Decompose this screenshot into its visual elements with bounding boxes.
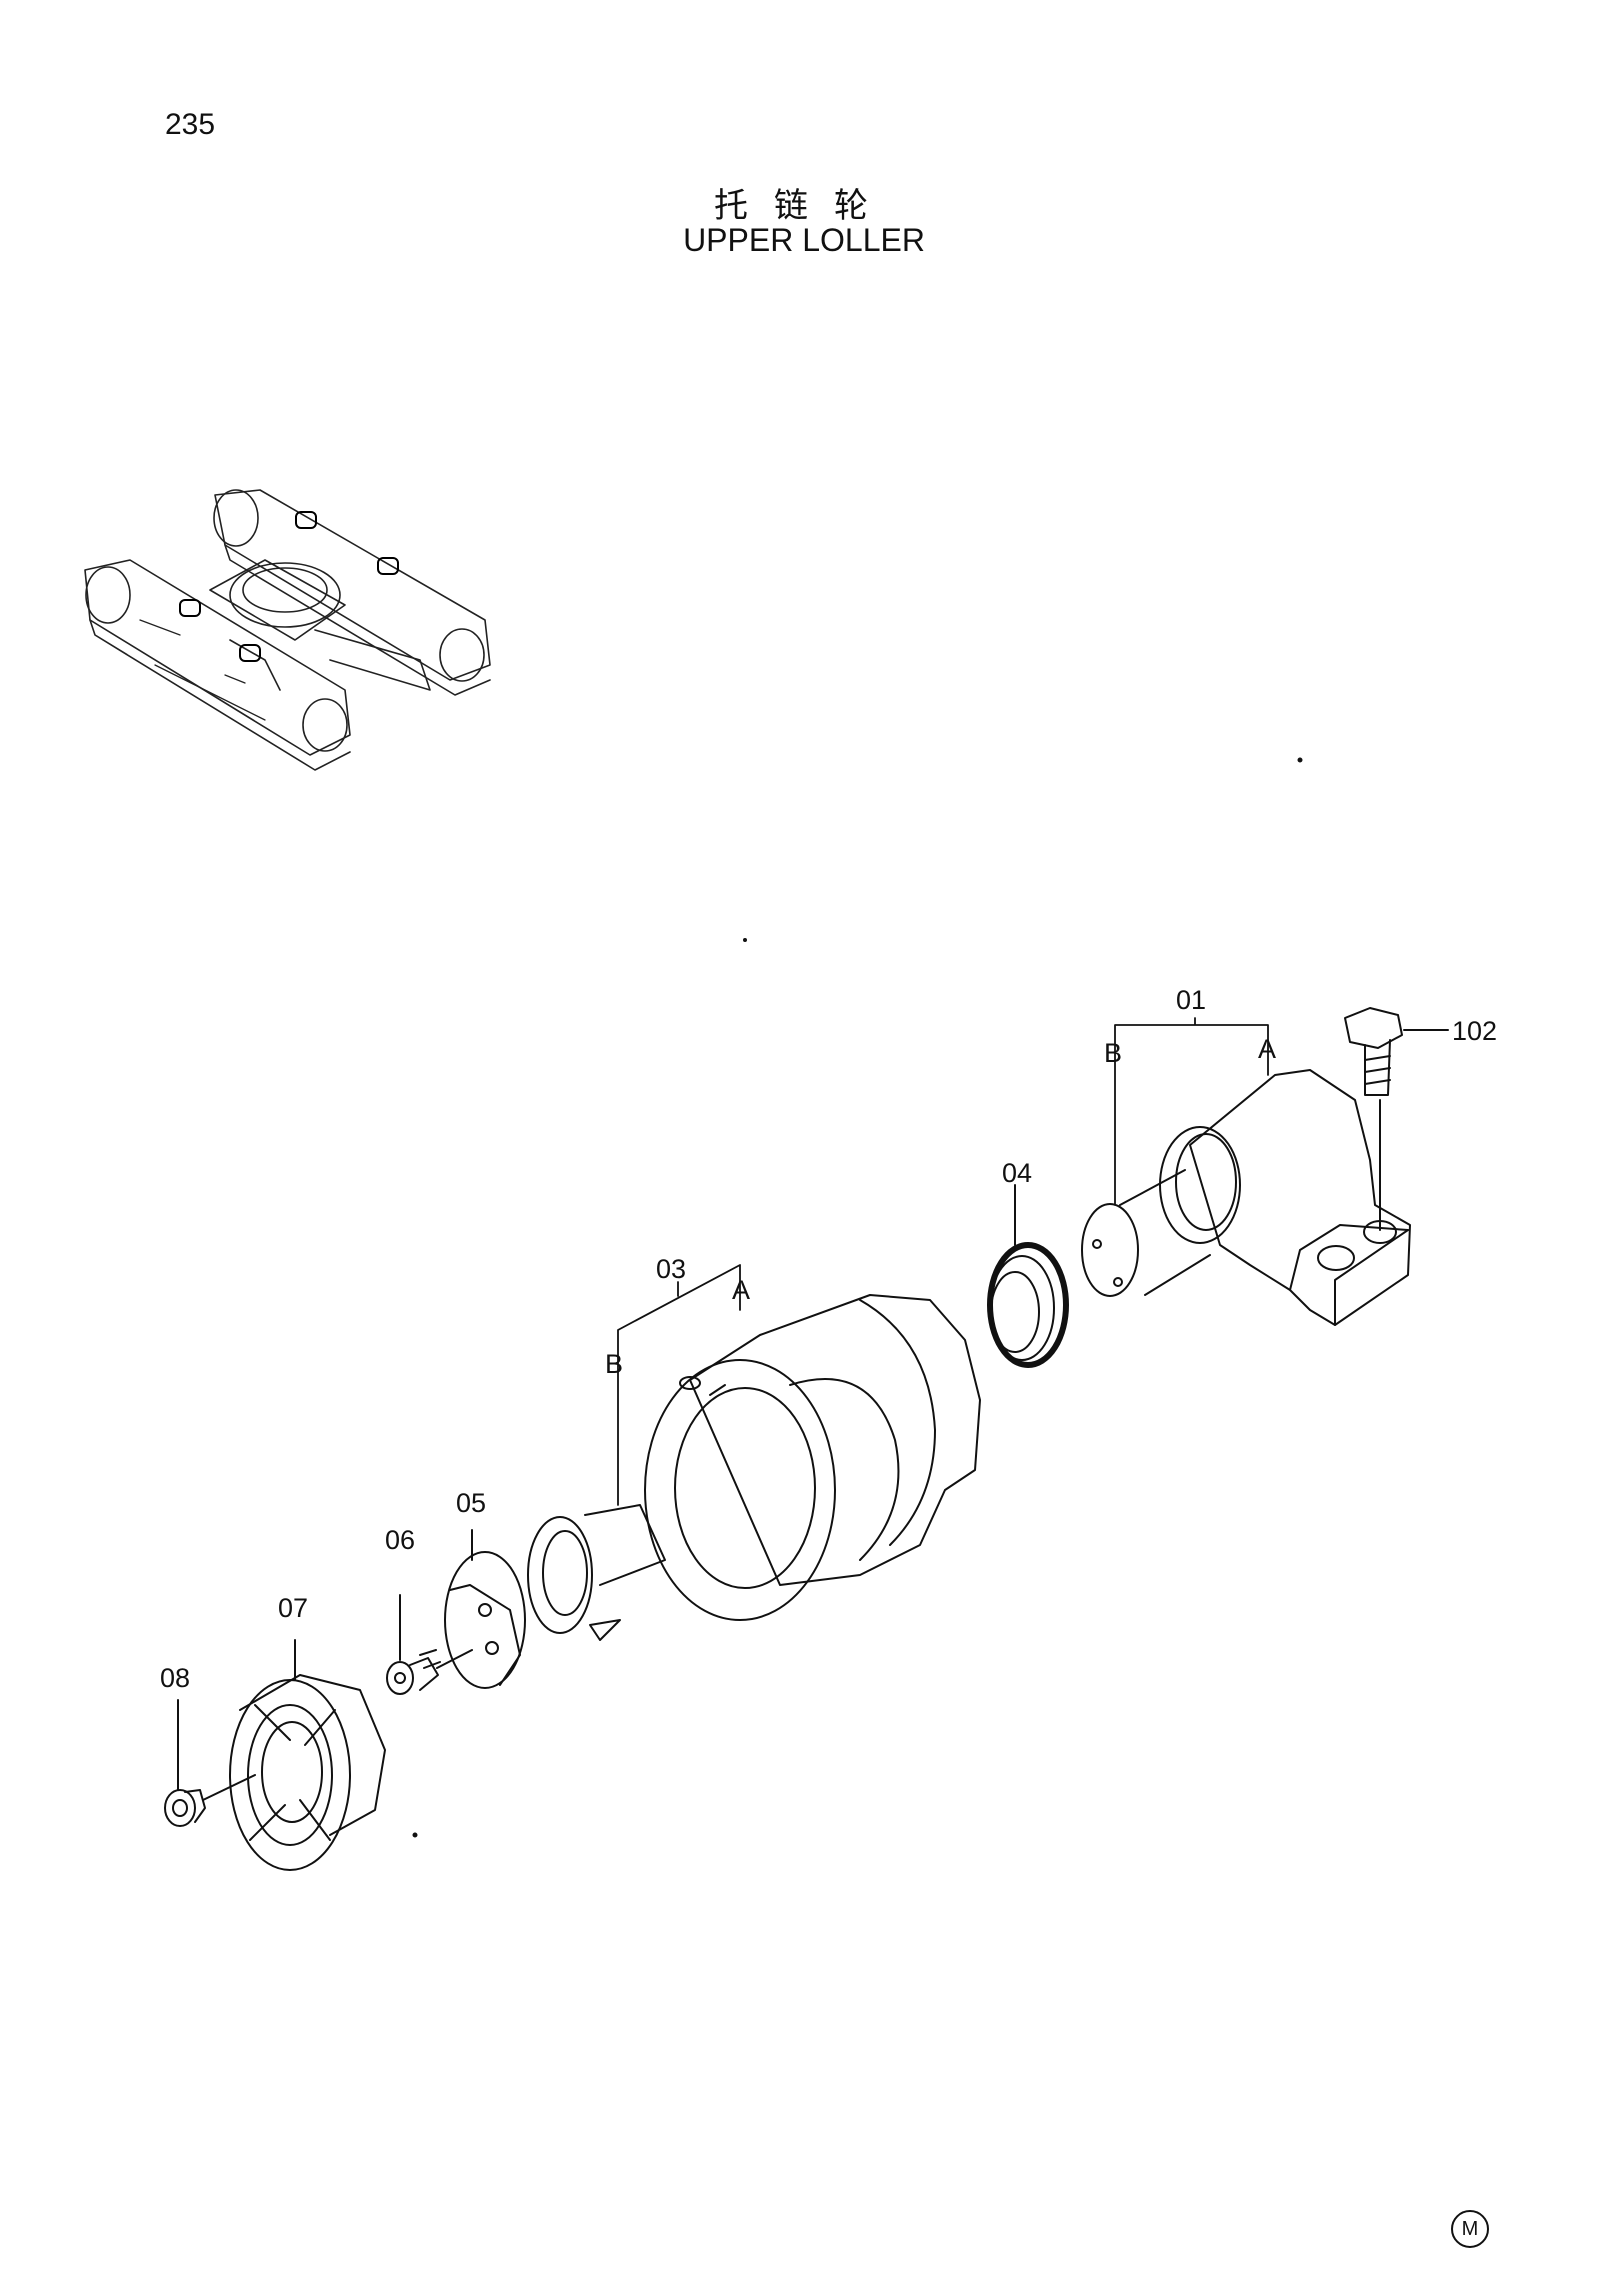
- part-03-roller: [528, 1265, 980, 1640]
- title-chinese: 托链轮: [714, 186, 894, 226]
- callout-102: 102: [1452, 1016, 1498, 1046]
- callout-04: 04: [1002, 1158, 1033, 1188]
- callout-05: 05: [456, 1488, 487, 1518]
- part-05-plate: [445, 1530, 525, 1688]
- page-number: 235: [165, 108, 216, 141]
- part-01-shaft-bracket: [1082, 1018, 1410, 1325]
- undercarriage-locator-sketch: [85, 490, 490, 770]
- title-english: UPPER LOLLER: [683, 222, 925, 258]
- part-04-floating-seal: [990, 1185, 1066, 1365]
- callout-03: 03: [656, 1254, 687, 1284]
- callout-08: 08: [160, 1663, 191, 1693]
- callout-06: 06: [385, 1525, 416, 1555]
- callout-03-b: B: [605, 1349, 624, 1379]
- callout-01: 01: [1176, 985, 1207, 1015]
- callout-03-a: A: [732, 1275, 751, 1305]
- callout-01-b: B: [1104, 1038, 1123, 1068]
- corner-mark: M: [1451, 2210, 1489, 2248]
- part-07-cover: [230, 1640, 385, 1870]
- callout-07: 07: [278, 1593, 309, 1623]
- part-06-plug: [387, 1595, 472, 1694]
- callout-01-a: A: [1258, 1034, 1277, 1064]
- part-102-bolt: [1345, 1008, 1448, 1230]
- part-08-plug: [165, 1700, 255, 1826]
